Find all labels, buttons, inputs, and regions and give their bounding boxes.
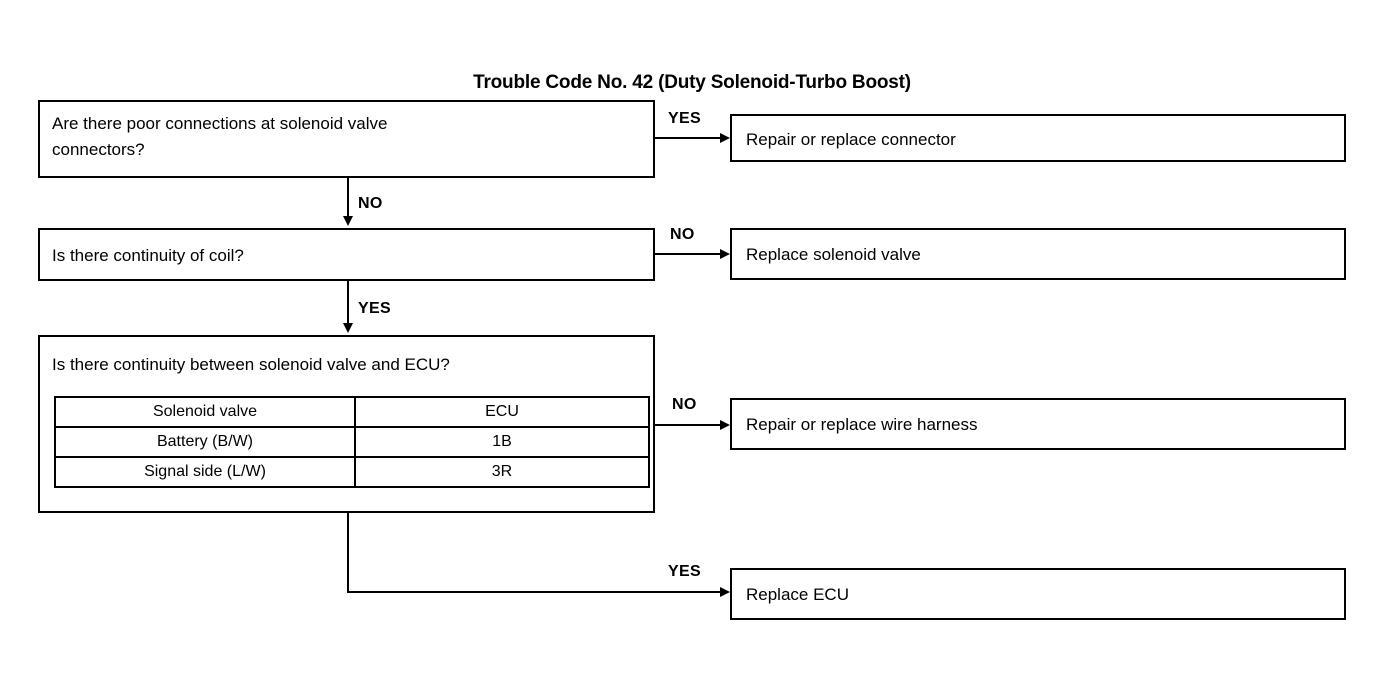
table-cell-battery-pin: 1B: [354, 426, 650, 458]
action-box-replace-ecu-label: Replace ECU: [746, 585, 849, 604]
action-box-replace-solenoid: Replace solenoid valve: [730, 228, 1346, 280]
action-box-repair-connector-label: Repair or replace connector: [746, 130, 956, 149]
decision-box-connections-label: Are there poor connections at solenoid v…: [52, 114, 388, 159]
edge-q3-yes-arrowhead: [720, 587, 730, 597]
action-box-repair-harness-label: Repair or replace wire harness: [746, 415, 978, 434]
edge-q2-no-line: [655, 253, 721, 255]
edge-label-q3-no: NO: [672, 396, 697, 413]
table-cell-header-solenoid: Solenoid valve: [54, 396, 356, 428]
page-title: Trouble Code No. 42 (Duty Solenoid-Turbo…: [473, 72, 911, 93]
solenoid-ecu-spec-table: Solenoid valve ECU Battery (B/W) 1B Sign…: [54, 396, 650, 488]
edge-q3-yes-line-horizontal: [347, 591, 721, 593]
table-row: Battery (B/W) 1B: [54, 426, 650, 458]
edge-label-q1-yes: YES: [668, 110, 701, 127]
edge-q3-yes-line-vertical: [347, 513, 349, 593]
edge-q1-yes-line: [655, 137, 721, 139]
edge-label-q1-no: NO: [358, 195, 383, 212]
action-box-replace-solenoid-label: Replace solenoid valve: [746, 245, 921, 264]
table-cell-battery-label: Battery (B/W): [54, 426, 356, 458]
action-box-repair-harness: Repair or replace wire harness: [730, 398, 1346, 450]
table-cell-signal-label: Signal side (L/W): [54, 456, 356, 488]
action-box-replace-ecu: Replace ECU: [730, 568, 1346, 620]
decision-box-harness-continuity-label: Is there continuity between solenoid val…: [52, 355, 450, 374]
edge-q2-no-arrowhead: [720, 249, 730, 259]
decision-box-coil-continuity-label: Is there continuity of coil?: [52, 246, 244, 265]
edge-q2-yes-line: [347, 281, 349, 325]
edge-q1-no-arrowhead: [343, 216, 353, 226]
edge-q3-no-arrowhead: [720, 420, 730, 430]
edge-q2-yes-arrowhead: [343, 323, 353, 333]
edge-label-q3-yes: YES: [668, 563, 701, 580]
edge-label-q2-no: NO: [670, 226, 695, 243]
table-cell-signal-pin: 3R: [354, 456, 650, 488]
table-row-header: Solenoid valve ECU: [54, 396, 650, 428]
edge-q1-no-line: [347, 178, 349, 218]
table-row: Signal side (L/W) 3R: [54, 456, 650, 488]
table-cell-header-ecu: ECU: [354, 396, 650, 428]
edge-q3-no-line: [655, 424, 721, 426]
decision-box-connections: Are there poor connections at solenoid v…: [38, 100, 655, 178]
decision-box-coil-continuity: Is there continuity of coil?: [38, 228, 655, 281]
edge-label-q2-yes: YES: [358, 300, 391, 317]
action-box-repair-connector: Repair or replace connector: [730, 114, 1346, 162]
edge-q1-yes-arrowhead: [720, 133, 730, 143]
